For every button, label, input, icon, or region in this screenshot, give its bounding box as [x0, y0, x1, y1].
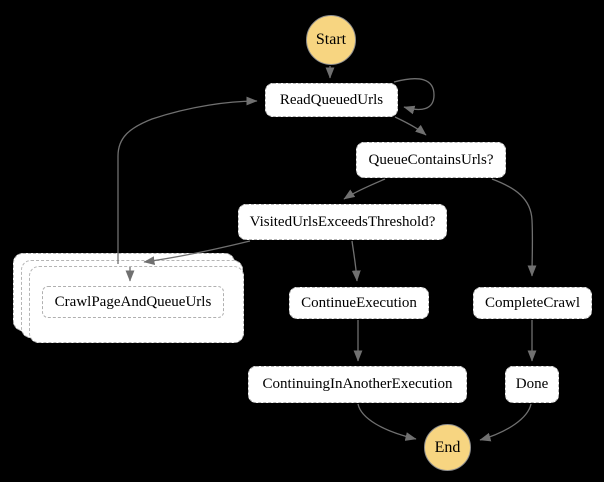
node-crawl-page-and-queue-urls: CrawlPageAndQueueUrls — [42, 286, 224, 318]
edge-queuecontainsurls-to-visitedurlsexceedsthreshold — [343, 178, 386, 200]
node-continue-execution: ContinueExecution — [289, 287, 429, 319]
node-start: Start — [306, 15, 356, 65]
node-done-label: Done — [515, 376, 549, 392]
node-visited-urls-exceeds-threshold-label: VisitedUrlsExceedsThreshold? — [249, 213, 436, 230]
node-start-label: Start — [315, 31, 347, 48]
edge-visitedurlsexceedsthreshold-to-continueexecution — [351, 240, 361, 282]
node-queue-contains-urls: QueueContainsUrls? — [356, 142, 506, 178]
edge-continuinginanotherexecution-to-end — [357, 403, 417, 441]
node-visited-urls-exceeds-threshold: VisitedUrlsExceedsThreshold? — [238, 204, 447, 240]
node-continue-execution-label: ContinueExecution — [301, 294, 417, 311]
node-continuing-in-another-execution-label: ContinuingInAnotherExecution — [262, 376, 453, 392]
node-crawl-page-and-queue-urls-label: CrawlPageAndQueueUrls — [54, 293, 212, 310]
edge-readqueuedurls-to-queuecontainsurls — [394, 116, 427, 136]
node-end: End — [424, 424, 471, 471]
edge-readqueuedurls-self-loop — [393, 78, 435, 115]
node-complete-crawl: CompleteCrawl — [473, 287, 592, 319]
node-queue-contains-urls-label: QueueContainsUrls? — [368, 151, 494, 168]
edge-queuecontainsurls-to-completecrawl — [491, 178, 537, 277]
node-complete-crawl-label: CompleteCrawl — [485, 294, 580, 311]
edge-crawlpageandqueueurls-to-readqueuedurls — [117, 96, 258, 264]
node-read-queued-urls: ReadQueuedUrls — [265, 83, 398, 117]
node-end-label: End — [434, 438, 461, 456]
edge-done-to-end — [479, 403, 532, 442]
node-read-queued-urls-label: ReadQueuedUrls — [279, 91, 384, 108]
node-done: Done — [505, 366, 559, 403]
node-continuing-in-another-execution: ContinuingInAnotherExecution — [248, 366, 467, 403]
